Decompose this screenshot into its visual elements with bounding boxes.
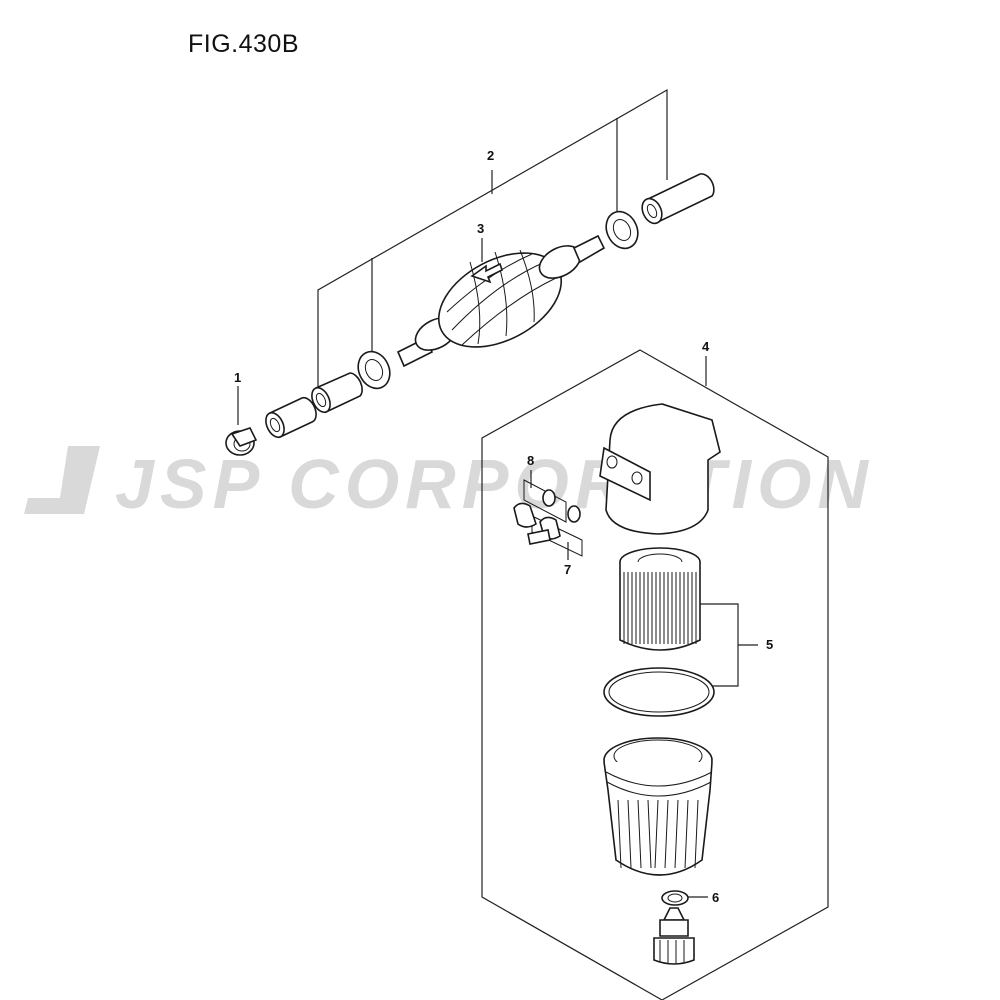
figure-title: FIG.430B: [188, 30, 299, 58]
watermark: JSP CORPORATION: [24, 445, 874, 522]
primer-bulb: [396, 234, 606, 368]
hose-left-upper: [311, 372, 363, 414]
watermark-logo-icon: [24, 446, 100, 514]
hose-left-lower: [265, 396, 317, 439]
ring-right: [605, 210, 639, 250]
callout-3: 3: [477, 221, 484, 236]
watermark-text: JSP CORPORATION: [115, 445, 874, 522]
filter-bowl: [603, 737, 713, 876]
drain-washer: [661, 890, 689, 906]
callout-6: 6: [712, 890, 719, 905]
callout-8: 8: [527, 453, 534, 468]
hose-right: [641, 173, 715, 225]
callout-7: 7: [564, 562, 571, 577]
hose-clamp: [225, 427, 258, 456]
callout-labels: 1 2 3 4 5 6 7 8: [234, 148, 773, 905]
callout-1: 1: [234, 370, 241, 385]
drain-plug: [653, 907, 695, 965]
filter-o-ring: [603, 667, 715, 717]
ring-left: [357, 350, 391, 390]
leader-lines: [237, 88, 829, 1000]
fittings: [513, 479, 583, 557]
callout-2: 2: [487, 148, 494, 163]
filter-element: [619, 547, 701, 651]
callout-4: 4: [702, 339, 710, 354]
filter-head: [599, 403, 721, 535]
callout-5: 5: [766, 637, 773, 652]
